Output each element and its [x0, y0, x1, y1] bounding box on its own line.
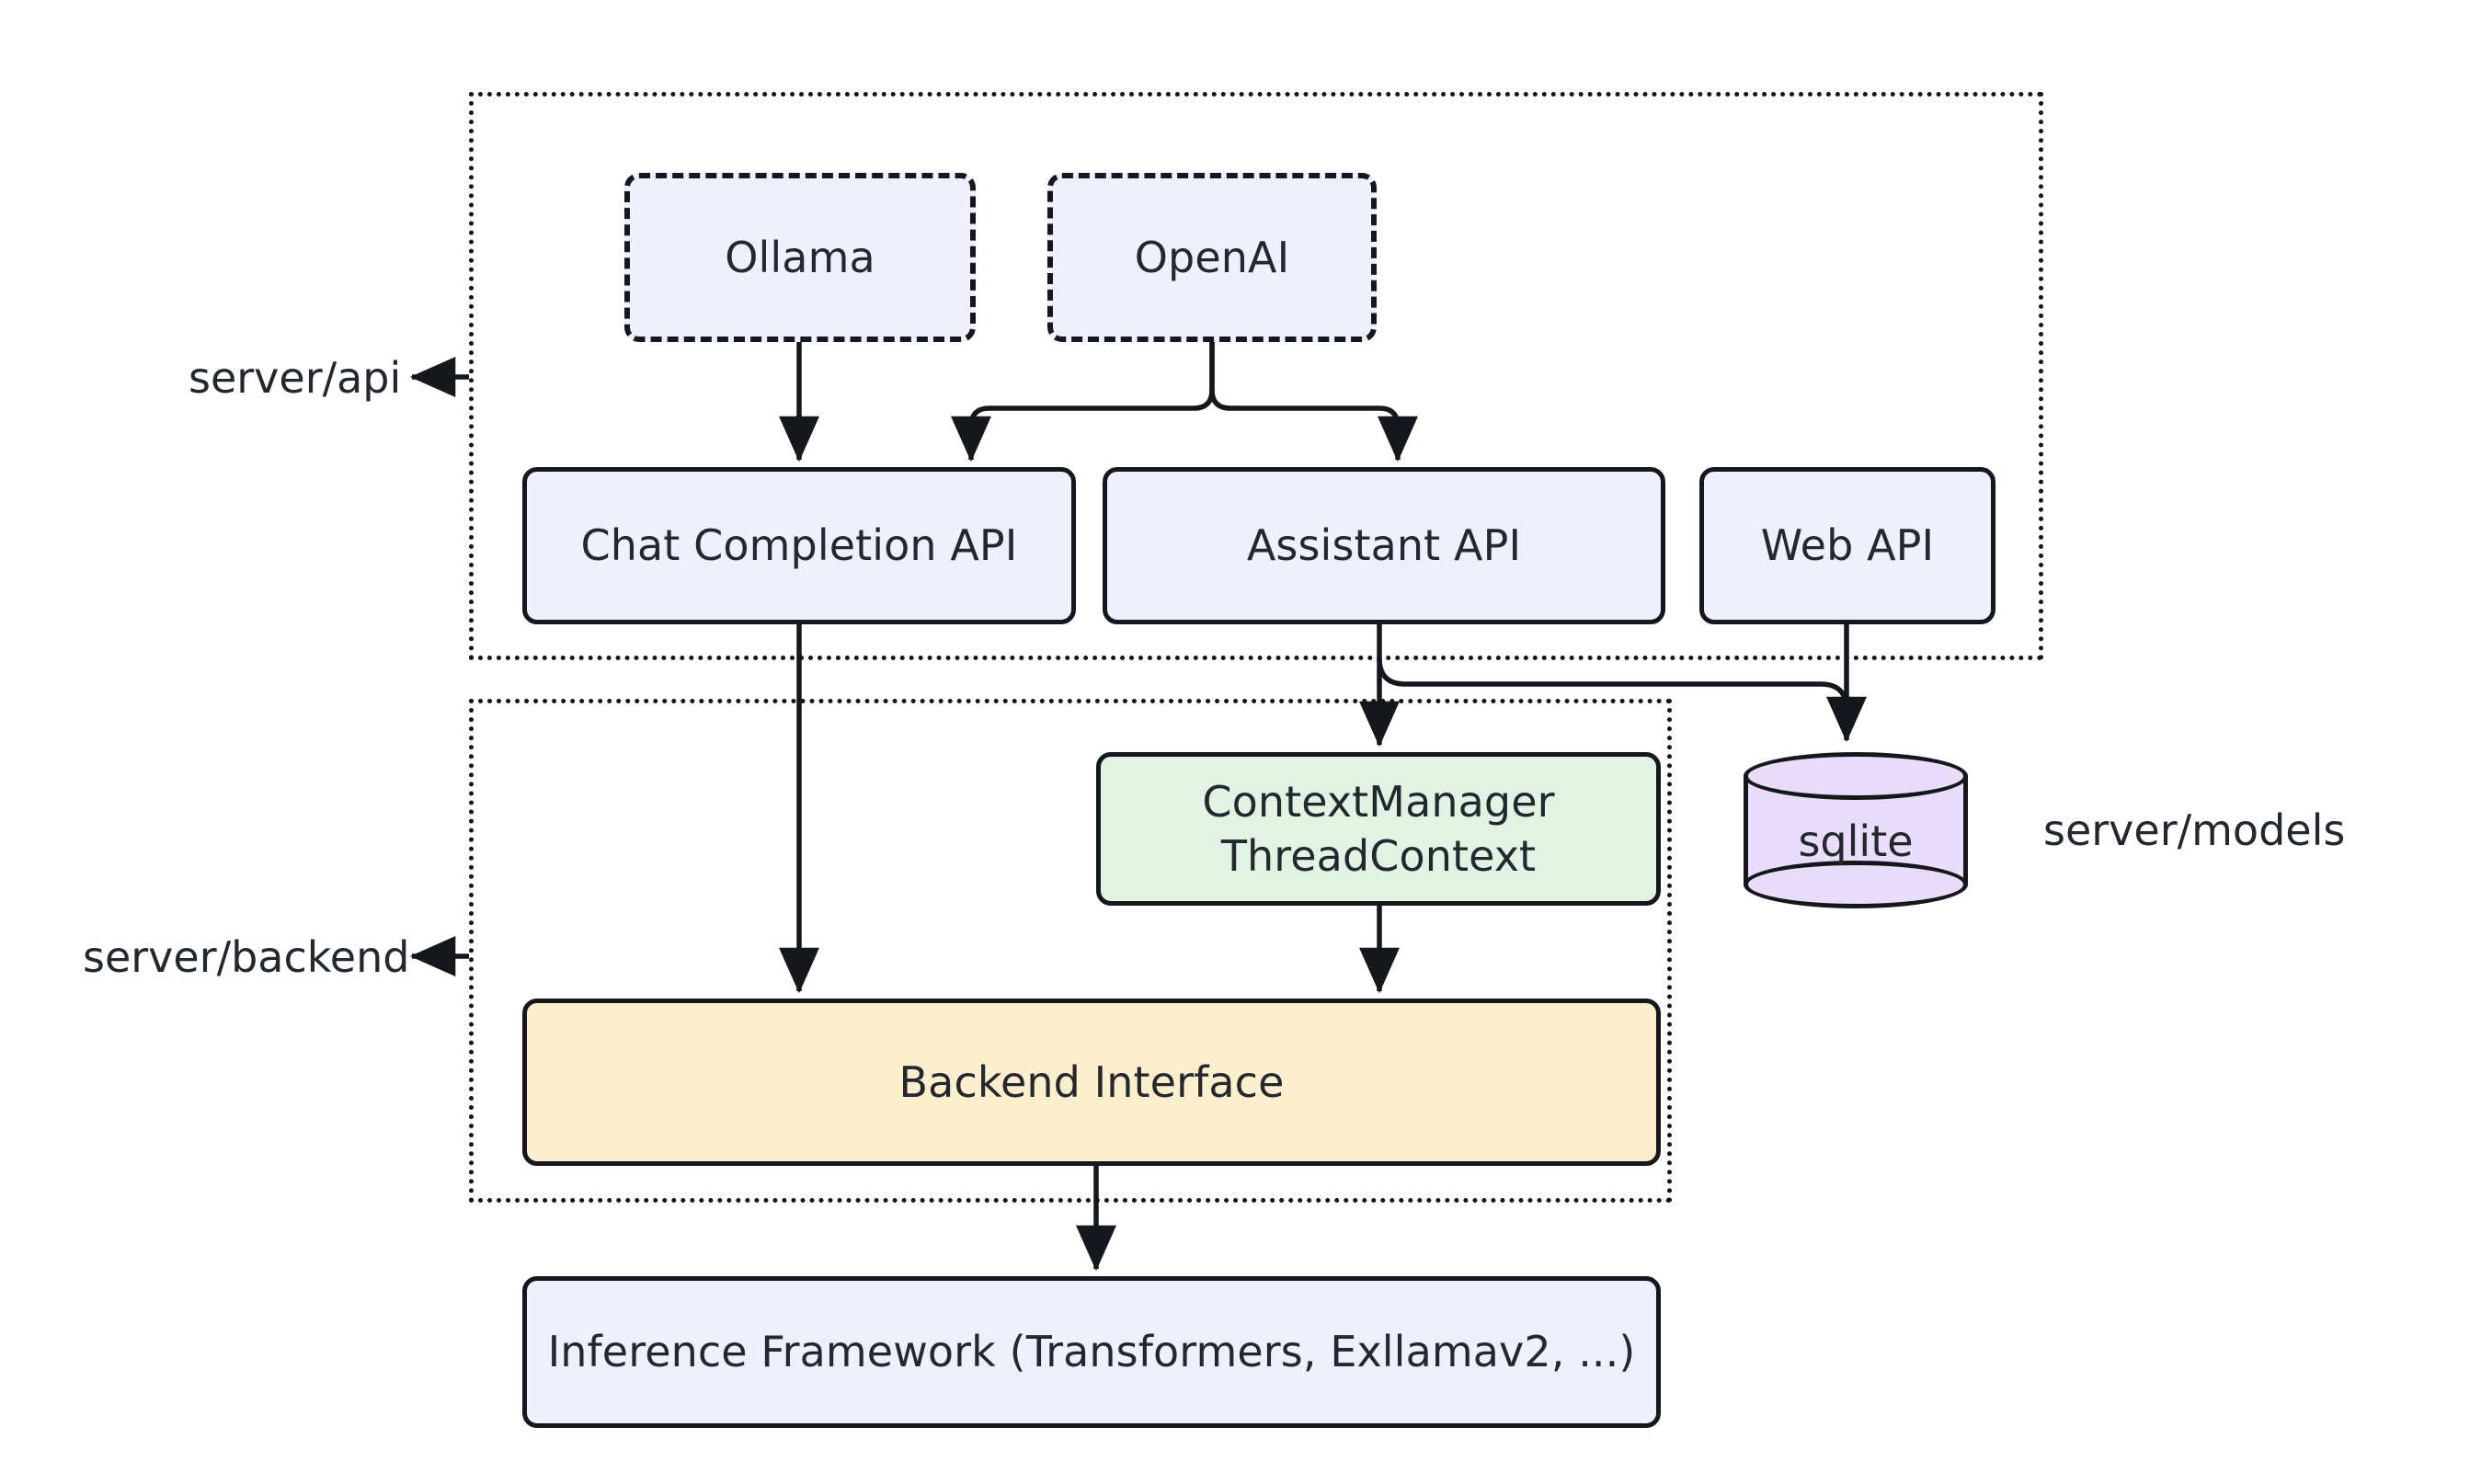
node-context-manager[interactable]: ContextManager ThreadContext	[1096, 752, 1661, 906]
node-backend-interface-label: Backend Interface	[898, 1056, 1285, 1107]
node-web-api[interactable]: Web API	[1699, 467, 1995, 624]
node-web-api-label: Web API	[1760, 520, 1935, 571]
node-context-manager-label-line2: ThreadContext	[1220, 830, 1537, 881]
node-backend-interface[interactable]: Backend Interface	[522, 999, 1661, 1166]
node-assistant-api[interactable]: Assistant API	[1103, 467, 1665, 624]
node-ollama-label: Ollama	[725, 232, 875, 282]
node-openai-label: OpenAI	[1134, 232, 1290, 282]
group-server-api	[469, 92, 2043, 660]
node-assistant-api-label: Assistant API	[1246, 520, 1522, 571]
node-sqlite-label: sqlite	[1798, 816, 1914, 866]
node-chat-completion-api[interactable]: Chat Completion API	[522, 467, 1076, 624]
node-openai[interactable]: OpenAI	[1047, 173, 1377, 342]
node-sqlite[interactable]: sqlite	[1744, 752, 1968, 908]
node-inference-framework[interactable]: Inference Framework (Transformers, Exlla…	[522, 1276, 1661, 1428]
cylinder-top-ellipse	[1744, 752, 1968, 800]
node-inference-framework-label: Inference Framework (Transformers, Exlla…	[547, 1327, 1636, 1377]
label-server-backend: server/backend	[83, 932, 410, 982]
group-server-backend	[469, 699, 1672, 1203]
label-server-api: server/api	[189, 353, 402, 403]
cylinder-bottom-ellipse	[1744, 861, 1968, 908]
node-chat-completion-api-label: Chat Completion API	[580, 520, 1018, 571]
node-ollama[interactable]: Ollama	[624, 173, 976, 342]
node-context-manager-label-line1: ContextManager	[1202, 776, 1555, 827]
label-server-models: server/models	[2043, 805, 2346, 855]
